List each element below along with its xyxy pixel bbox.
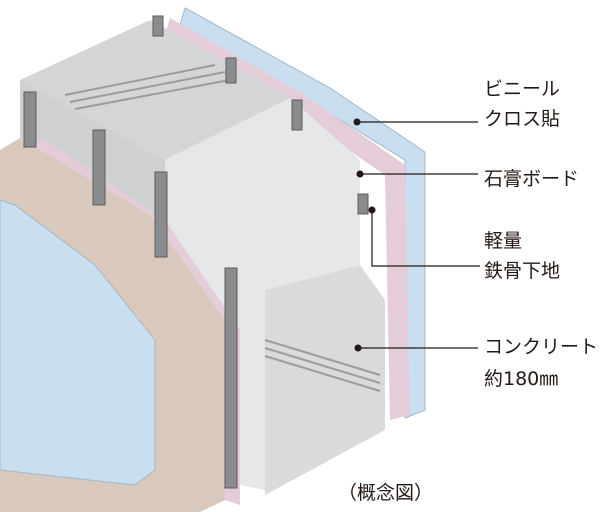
- caption-conceptual-diagram: （概念図）: [338, 482, 434, 504]
- leader-lines: [357, 121, 480, 349]
- label-concrete-line2: 約180㎜: [484, 368, 559, 390]
- label-steel-line1: 軽量: [484, 230, 523, 252]
- label-steel-line2: 鉄骨下地: [484, 260, 561, 282]
- vinyl-cloth-panel-left: [0, 199, 156, 486]
- label-vinyl-line1: ビニール: [484, 78, 561, 100]
- label-gypsum: 石膏ボード: [484, 168, 580, 190]
- leader-dots: [353, 118, 376, 352]
- label-vinyl-line2: クロス貼: [484, 108, 561, 130]
- rebar-lines: [64, 64, 381, 392]
- concrete-top: [20, 20, 290, 160]
- concrete-right-face: [265, 265, 385, 495]
- light-steel-studs: [23, 15, 369, 489]
- label-concrete-line1: コンクリート: [484, 336, 599, 358]
